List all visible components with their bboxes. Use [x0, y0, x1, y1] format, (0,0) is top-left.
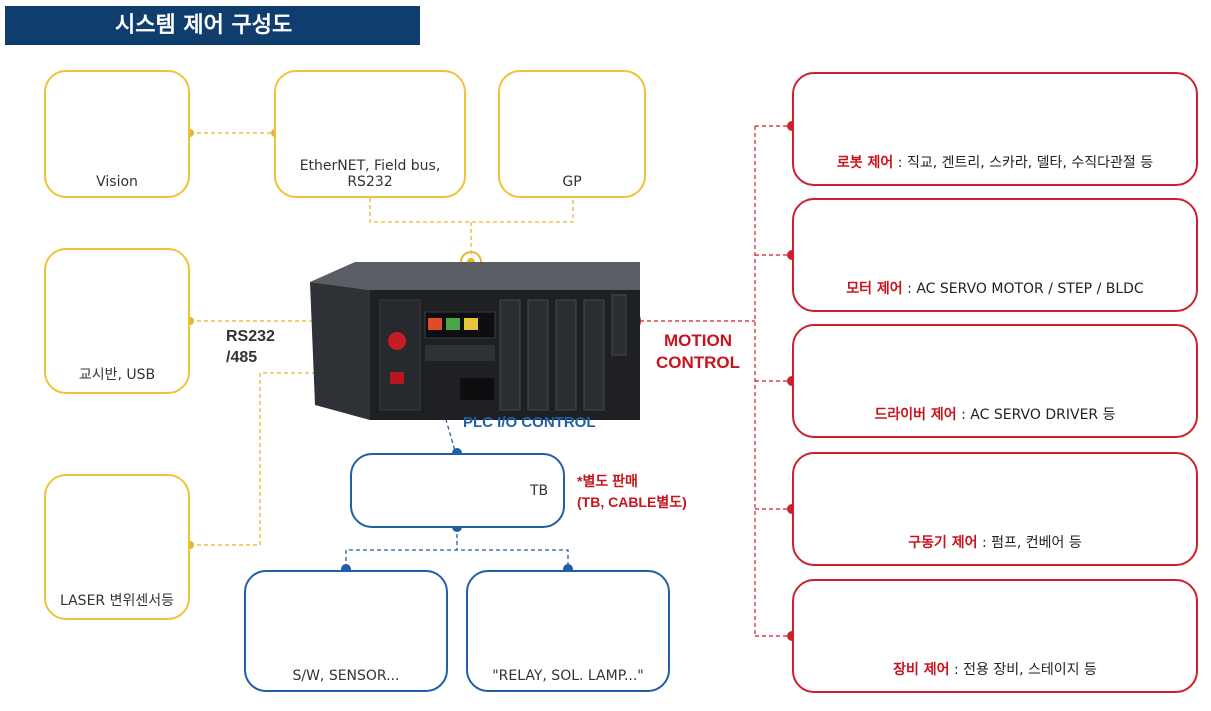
equipment-control-box: 장비 제어 : 전용 장비, 스테이지 등	[792, 579, 1198, 693]
laser-sensor-label: LASER 변위센서등	[59, 593, 174, 609]
switch-sensor-label: S/W, SENSOR...	[292, 668, 400, 684]
gp-label: GP	[562, 174, 582, 190]
network-label: EtherNET, Field bus, RS232	[299, 158, 441, 190]
laser-sensor-box: LASER 변위센서등	[44, 474, 190, 620]
vision-box: Vision	[44, 70, 190, 198]
teach-pendant-label: 교시반, USB	[78, 367, 156, 383]
robot-control-caption: 로봇 제어 : 직교, 겐트리, 스카라, 델타, 수직다관절 등	[836, 155, 1154, 171]
separate-sale-note: *별도 판매 (TB, CABLE별도)	[577, 473, 687, 510]
equipment-control-caption: 장비 제어 : 전용 장비, 스테이지 등	[893, 662, 1097, 678]
robot-control-box: 로봇 제어 : 직교, 겐트리, 스카라, 델타, 수직다관절 등	[792, 72, 1198, 186]
tb-label: TB	[530, 483, 549, 499]
vision-label: Vision	[96, 174, 138, 190]
plc-io-label: PLC I/O CONTROL	[463, 414, 596, 431]
switch-sensor-box: S/W, SENSOR...	[244, 570, 448, 692]
actuator-control-box: 구동기 제어 : 펌프, 컨베어 등	[792, 452, 1198, 566]
relay-lamp-box: "RELAY, SOL. LAMP..."	[466, 570, 670, 692]
rs232-label: RS232 /485	[226, 328, 275, 366]
motor-control-caption: 모터 제어 : AC SERVO MOTOR / STEP / BLDC	[846, 281, 1144, 297]
motor-control-box: 모터 제어 : AC SERVO MOTOR / STEP / BLDC	[792, 198, 1198, 312]
relay-lamp-label: "RELAY, SOL. LAMP..."	[492, 668, 644, 684]
page-title: 시스템 제어 구성도	[5, 6, 420, 45]
motion-control-label: MOTION CONTROL	[655, 331, 741, 372]
gp-box: GP	[498, 70, 646, 198]
network-box: EtherNET, Field bus, RS232	[274, 70, 466, 198]
driver-control-box: 드라이버 제어 : AC SERVO DRIVER 등	[792, 324, 1198, 438]
driver-control-caption: 드라이버 제어 : AC SERVO DRIVER 등	[874, 407, 1116, 423]
controller-icon	[310, 262, 640, 420]
teach-pendant-box: 교시반, USB	[44, 248, 190, 394]
actuator-control-caption: 구동기 제어 : 펌프, 컨베어 등	[908, 535, 1082, 551]
tb-box: TB	[350, 453, 565, 528]
